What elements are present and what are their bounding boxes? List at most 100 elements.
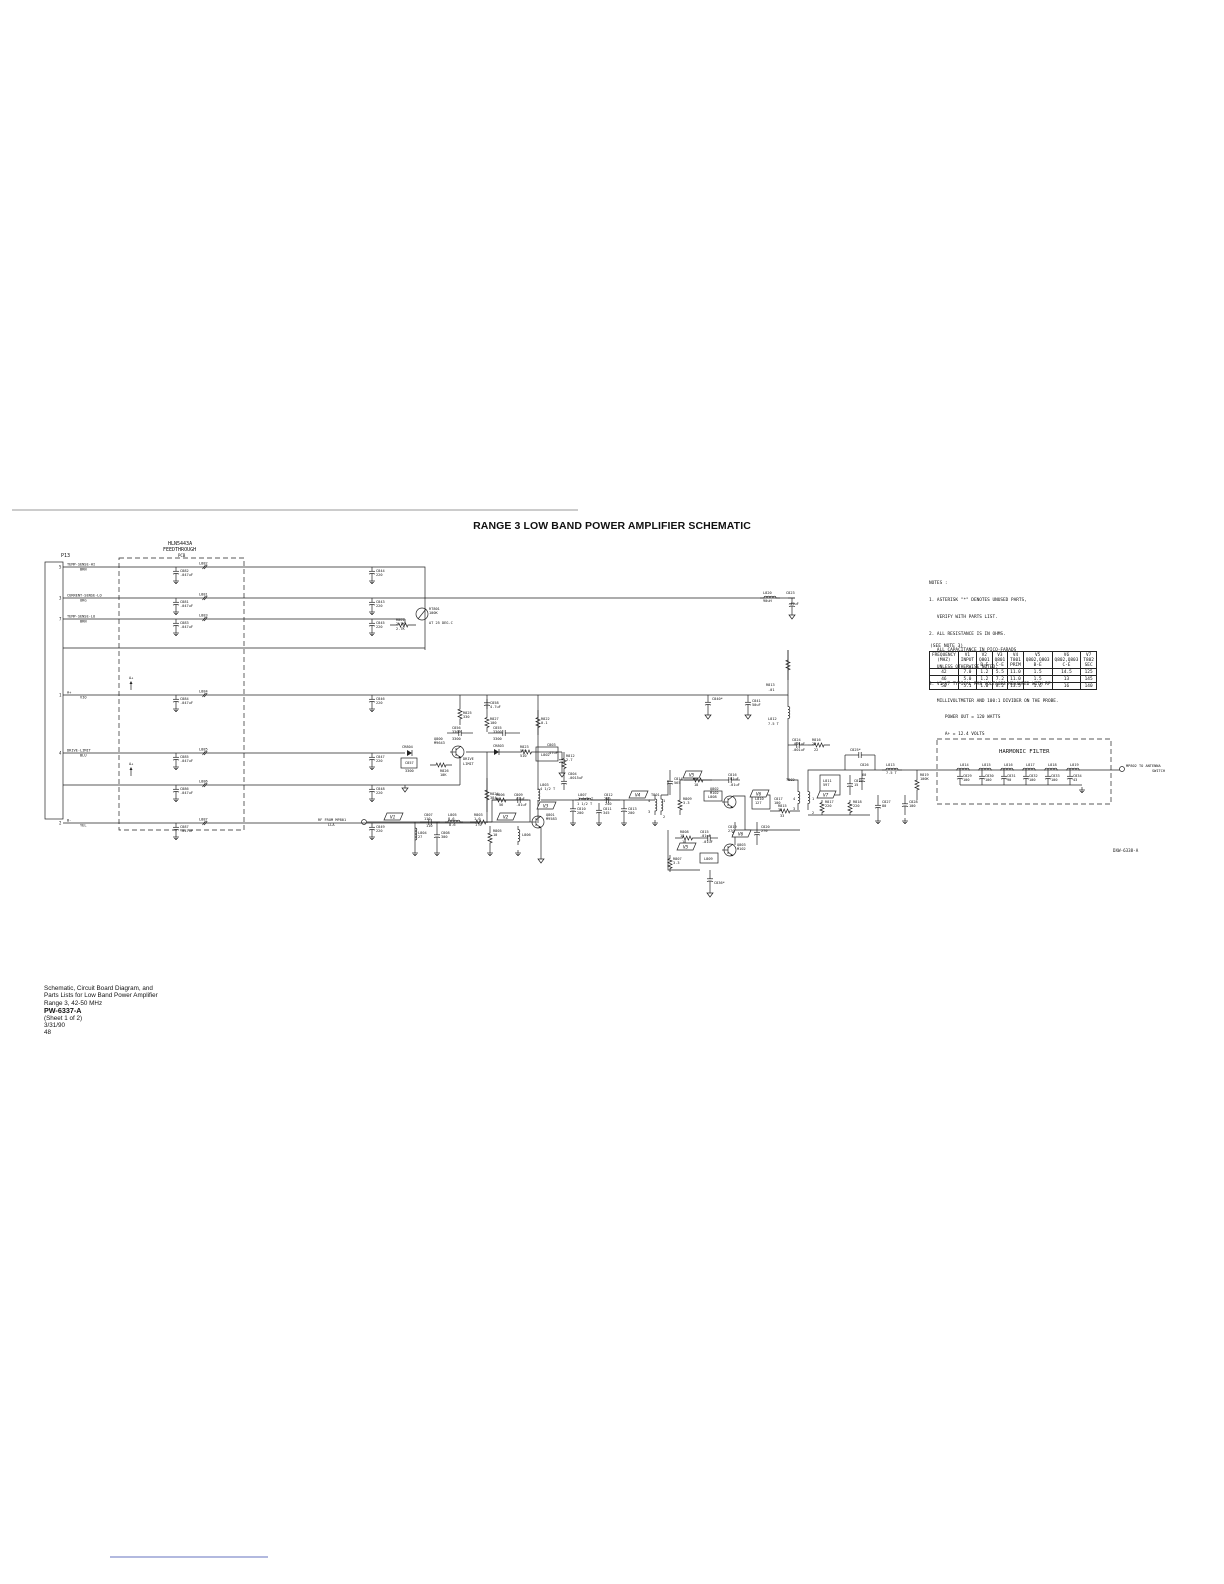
wire bbox=[788, 779, 799, 785]
capacitor-ref: C843 bbox=[376, 600, 385, 604]
inductor-coil bbox=[517, 826, 521, 845]
component-value: 100 bbox=[909, 804, 916, 808]
resistor-zigzag bbox=[561, 752, 567, 775]
feedthrough-output-capacitor bbox=[368, 823, 376, 834]
capacitor-value: .047uF bbox=[180, 829, 193, 833]
probe-marker: V1 bbox=[383, 812, 404, 821]
resistor-zigzag bbox=[470, 819, 492, 825]
capacitor-c818 bbox=[846, 775, 854, 795]
component-value: 15 bbox=[854, 783, 858, 787]
capacitor-ref: C887 bbox=[180, 825, 189, 829]
feedthrough-input-capacitor bbox=[172, 753, 180, 764]
harmonic-filter-inductor-label: L816 bbox=[1004, 763, 1013, 767]
feedthrough-input-capacitor bbox=[172, 785, 180, 796]
component-ref: R812 bbox=[566, 754, 575, 758]
component-ref: C809 bbox=[514, 793, 523, 797]
inductor-coil bbox=[978, 767, 992, 771]
capacitor-ref: C847 bbox=[376, 755, 385, 759]
ferrite-bead bbox=[202, 692, 208, 698]
component-ref: R808 bbox=[680, 830, 689, 834]
transistor-collector bbox=[535, 815, 542, 821]
component-ref: R803 bbox=[474, 813, 483, 817]
notes-line: ALL CAPACITANCE IN PICO-FARADS bbox=[929, 648, 1017, 654]
component-ref: L810 bbox=[755, 797, 764, 801]
component-ref: L811 bbox=[823, 779, 832, 783]
component-value: .01uF bbox=[728, 777, 739, 781]
capacitor-c855 bbox=[488, 730, 520, 736]
capacitor-ref: C846 bbox=[376, 697, 385, 701]
bead-mark bbox=[202, 616, 206, 622]
rf-input-sublabel: LLA bbox=[328, 823, 335, 827]
transformer-t802-secondary bbox=[807, 785, 811, 810]
feedthrough-inductor-label: L884 bbox=[199, 690, 208, 694]
ground-symbol bbox=[652, 820, 658, 826]
inductor-coil bbox=[1066, 767, 1080, 771]
component-value: 384 bbox=[490, 796, 497, 800]
component-ref: C827 bbox=[882, 800, 891, 804]
connector-signal-label: DRIVE-LIMIT bbox=[67, 749, 92, 753]
capacitor-ref: C830 bbox=[985, 774, 994, 778]
resistor-r824 bbox=[484, 778, 490, 812]
component-ref: R825 bbox=[463, 711, 472, 715]
transistor-collector bbox=[727, 843, 734, 849]
inductor-l813 bbox=[882, 767, 902, 771]
transformer-pin: 3 bbox=[793, 807, 795, 811]
table-cell: 7.0 bbox=[957, 668, 978, 676]
capacitor-ref: C845 bbox=[376, 621, 385, 625]
inductor-coil bbox=[445, 819, 463, 823]
bead-mark bbox=[202, 820, 206, 826]
inductor-coil bbox=[882, 767, 902, 771]
ground-symbol bbox=[412, 850, 418, 856]
capacitor-c813 bbox=[620, 800, 628, 820]
resistor-r827 bbox=[484, 713, 490, 732]
ground-symbol bbox=[788, 612, 796, 620]
component-value: .01uF bbox=[516, 803, 527, 807]
probe-marker: V4 bbox=[628, 790, 649, 799]
component-value: .0015uF bbox=[568, 776, 583, 780]
component-value: 4.7uF bbox=[490, 705, 501, 709]
component-ref: C803 bbox=[547, 743, 556, 747]
cap-plate bbox=[901, 805, 909, 807]
component-ref: C804 bbox=[568, 772, 577, 776]
feedthrough-inductor-label: L887 bbox=[199, 818, 208, 822]
probe-box bbox=[749, 789, 770, 798]
capacitor-c812 bbox=[595, 797, 620, 803]
cap-plate bbox=[595, 812, 603, 814]
component-value: 22 bbox=[814, 748, 818, 752]
probe-marker: V7 bbox=[816, 790, 837, 799]
cap-plate bbox=[172, 573, 180, 575]
component-value: 2.7 bbox=[566, 758, 573, 762]
cap-plate bbox=[978, 778, 986, 780]
component-value: 3300 bbox=[452, 737, 461, 741]
capacitor-value: 100 bbox=[963, 778, 970, 782]
ground-symbol bbox=[401, 785, 409, 793]
harmonic-filter-capacitor bbox=[1044, 770, 1052, 785]
resistor-zigzag bbox=[457, 703, 463, 725]
connector-wire-color: BRN bbox=[80, 620, 87, 624]
ground-symbol bbox=[902, 818, 908, 824]
harmonic-filter-inductor bbox=[1066, 767, 1080, 771]
notes-header: NOTES : bbox=[929, 581, 948, 587]
capacitor-value: 90 bbox=[1007, 778, 1011, 782]
rf-input-connector bbox=[361, 819, 367, 825]
component-ref: C816 bbox=[728, 773, 737, 777]
cap-plate bbox=[172, 701, 180, 703]
ground-symbol bbox=[537, 856, 545, 864]
transistor-collector bbox=[455, 745, 462, 751]
resistor-zigzag bbox=[535, 710, 541, 735]
ferrite-bead bbox=[202, 616, 208, 622]
cap-plate bbox=[744, 704, 752, 706]
capacitor-value: .047uF bbox=[180, 573, 193, 577]
component-value: 127 bbox=[755, 801, 762, 805]
harmonic-filter-inductor bbox=[1000, 767, 1014, 771]
wire bbox=[679, 779, 720, 795]
cap-plate bbox=[368, 759, 376, 761]
component-ref: L812 bbox=[768, 717, 777, 721]
footer-sheet: (Sheet 1 of 2) bbox=[44, 1014, 83, 1022]
transformer-t801-primary bbox=[654, 795, 658, 815]
